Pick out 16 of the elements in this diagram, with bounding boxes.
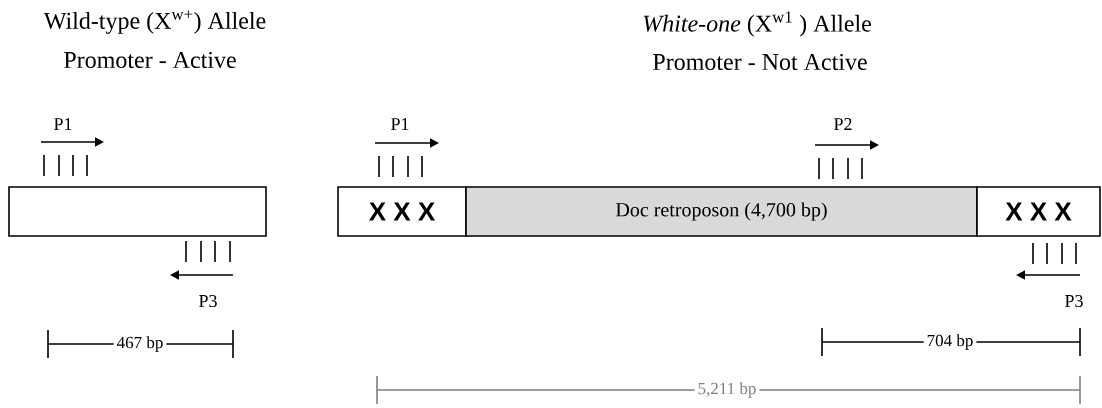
retroposon-box: Doc retroposon (4,700 bp) (465, 186, 978, 237)
gene-box (8, 186, 267, 237)
dimension-label: 704 bp (923, 331, 977, 353)
gene-segment: X X X (337, 186, 467, 237)
heading: Wild-type (X$^{w+}$) Allele (43, 10, 266, 34)
primer-label: P1 (54, 118, 72, 130)
heading: White-one (X$^{w1}$ ) Allele (643, 11, 871, 37)
dimension-label: 467 bp (113, 333, 167, 355)
gene-segment: X X X (976, 186, 1101, 237)
primer-label: P1 (391, 118, 409, 130)
primer-label: P3 (199, 294, 217, 308)
primer-label: P3 (1065, 294, 1083, 308)
heading: Promoter - Not Active (653, 53, 867, 71)
dimension-label: 5,211 bp (694, 379, 760, 401)
heading: Promoter - Active (64, 51, 236, 69)
primer-label: P2 (834, 118, 852, 130)
